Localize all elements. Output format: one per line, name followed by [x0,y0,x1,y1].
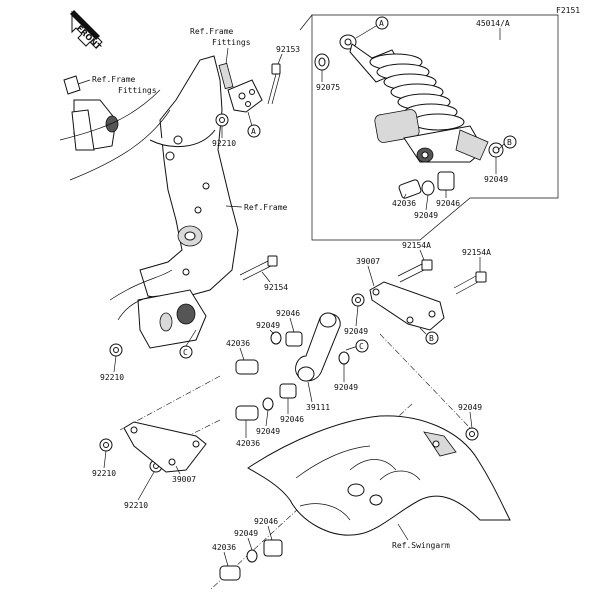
part-92049-c: 92049 [256,321,280,330]
part-92154A-a: 92154A [402,241,431,250]
ref-frame-fittings-top-2: Fittings [212,38,251,47]
callout-c [179,345,193,359]
ref-frame-fittings-top-1: Ref.Frame [190,27,234,36]
bolt-92154A-icon [397,259,433,283]
part-39007-b: 39007 [172,475,196,484]
callout-b [425,331,439,345]
ref-frame-fittings-left-1: Ref.Frame [92,75,136,84]
frame-fitting-bracket-icon [218,62,263,113]
washer-92049-icon [421,180,435,196]
bushing-92046-icon [263,539,283,557]
part-92049-d: 92049 [344,327,368,336]
washer-92049-icon [262,397,274,411]
part-92210-b: 92210 [100,373,124,382]
part-92046-d: 92046 [254,517,278,526]
part-92046-a: 92046 [436,199,460,208]
part-92049-b: 92049 [414,211,438,220]
collar-42036-icon [235,405,259,421]
part-42036-c: 42036 [236,439,260,448]
part-92210-a: 92210 [212,139,236,148]
part-92049-a: 92049 [484,175,508,184]
shock-absorber-icon [339,34,489,163]
shock-absorber-box [299,14,559,241]
part-92049-g: 92049 [458,403,482,412]
bolt-92154A-icon [453,271,487,295]
tie-rod-plate-icon [369,281,445,331]
bolt-92153-icon [267,63,281,105]
callout-c-label: C [183,348,188,357]
collar-42036-icon [219,565,241,581]
ref-frame-fittings-left-2: Fittings [118,86,157,95]
part-42036-d: 42036 [212,543,236,552]
callout-c [355,339,369,353]
part-39007-a: 39007 [356,257,380,266]
swingarm-icon [247,415,511,536]
callout-a [247,124,261,138]
part-42036-a: 42036 [392,199,416,208]
part-92046-b: 92046 [276,309,300,318]
bolt-92154-icon [239,255,278,281]
washer-92049-icon [338,351,350,365]
washer-92049-icon [270,331,282,345]
callout-c-label: C [359,342,364,351]
callout-b [503,135,517,149]
part-39111: 39111 [306,403,330,412]
part-92049-h: 92049 [234,529,258,538]
collar-42036-icon [398,179,422,199]
bushing-92046-icon [279,383,297,399]
callout-b-label: B [507,138,512,147]
part-92154: 92154 [264,283,288,292]
part-92210-d: 92210 [124,501,148,510]
callout-a-label: A [251,127,256,136]
part-92049-f: 92049 [256,427,280,436]
ref-swingarm: Ref.Swingarm [392,541,450,550]
part-92154A-b: 92154A [462,248,491,257]
bushing-92046-icon [437,171,455,191]
frame-fitting-left-icon [63,75,119,151]
part-45014A: 45014/A [476,19,510,28]
rocker-arm-icon [295,312,341,382]
front-arrow-icon: FRONT [70,10,103,52]
bushing-92046-icon [285,331,303,347]
callout-a-label: A [379,19,384,28]
part-92075: 92075 [316,83,340,92]
washer-92049-icon [246,549,258,563]
callout-b-label: B [429,334,434,343]
callout-a [375,16,389,30]
figure-code: F2151 [556,6,580,15]
part-92153: 92153 [276,45,300,54]
collar-42036-icon [235,359,259,375]
tie-rod-plate-icon [123,421,207,473]
part-92049-e: 92049 [334,383,358,392]
ref-frame: Ref.Frame [244,203,288,212]
part-42036-b: 42036 [226,339,250,348]
part-92210-c: 92210 [92,469,116,478]
frame-icon [59,55,239,349]
part-92046-c: 92046 [280,415,304,424]
